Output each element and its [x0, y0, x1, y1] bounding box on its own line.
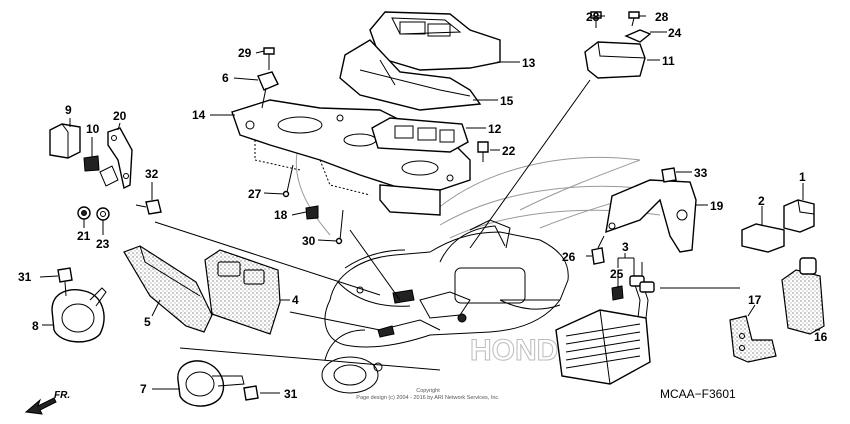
- part-28-bolt-right: [628, 11, 640, 19]
- part-7-horn: [177, 360, 225, 407]
- part-11-group: [584, 11, 652, 79]
- callout-5: 5: [144, 315, 151, 329]
- part-31-bolt-upper: [57, 267, 73, 283]
- callout-2: 2: [758, 194, 765, 208]
- callout-14: 14: [192, 108, 206, 122]
- callout-13: 13: [522, 56, 536, 70]
- callout-31-upper: 31: [18, 270, 32, 284]
- part-4-ecu: [204, 249, 281, 335]
- callout-30: 30: [302, 234, 316, 248]
- cover-parts: [123, 245, 281, 335]
- callout-28-right: 28: [655, 10, 669, 24]
- footer: FR. Copyright Page design (c) 2004 - 201…: [24, 387, 736, 415]
- part-24-bracket: [624, 29, 652, 43]
- part-23-nut: [96, 207, 110, 221]
- part-19-bracket: [605, 179, 697, 253]
- front-label: FR.: [54, 390, 70, 401]
- part-25-clip: [611, 285, 624, 301]
- part-11-module: [584, 41, 646, 79]
- far-right-parts: [729, 199, 825, 363]
- callout-32: 32: [145, 167, 159, 181]
- callout-33: 33: [694, 166, 708, 180]
- part-33-bolt: [661, 167, 677, 183]
- frame-assembly: [231, 11, 501, 245]
- part-15-bracket: [339, 39, 482, 111]
- part-32-bolt: [145, 199, 162, 215]
- left-small-parts: [49, 123, 162, 221]
- callout-7: 7: [140, 382, 147, 396]
- callout-22: 22: [502, 144, 516, 158]
- callout-26: 26: [562, 250, 576, 264]
- part-10-relay: [83, 155, 100, 172]
- callout-8: 8: [32, 319, 39, 333]
- part-9-relay: [49, 123, 81, 159]
- callout-19: 19: [710, 199, 724, 213]
- part-26-nut: [591, 247, 605, 265]
- part-3-regulator: [555, 309, 651, 385]
- callout-9: 9: [65, 103, 72, 117]
- callout-31-lower: 31: [284, 387, 298, 401]
- callout-4: 4: [292, 293, 299, 307]
- callout-numbers: 13 15 12 14 6 29 22 18 27 30 28 28 24 11…: [18, 10, 828, 401]
- callout-20: 20: [113, 109, 127, 123]
- right-bracket-parts: [555, 167, 697, 385]
- callout-21: 21: [77, 229, 91, 243]
- part-17-bracket: [729, 315, 777, 363]
- callout-15: 15: [500, 94, 514, 108]
- diagram-code: MCAA−F3601: [660, 387, 736, 401]
- callout-24: 24: [668, 26, 682, 40]
- callout-18: 18: [274, 208, 288, 222]
- callout-16: 16: [814, 330, 828, 344]
- callout-6: 6: [222, 71, 229, 85]
- part-31-bolt-lower: [243, 385, 259, 401]
- part-18-clip: [305, 205, 319, 220]
- callout-25: 25: [610, 267, 624, 281]
- leader-lines: [39, 15, 820, 394]
- callout-23: 23: [96, 237, 110, 251]
- callout-28-left: 28: [586, 10, 600, 24]
- callout-11: 11: [662, 54, 675, 68]
- callout-10: 10: [86, 122, 100, 136]
- motorcycle-illustration: [321, 219, 569, 394]
- copyright-line-1: Copyright: [416, 388, 440, 394]
- callout-29: 29: [238, 46, 252, 60]
- horn-parts: [51, 267, 259, 407]
- part-13-cover: [369, 11, 501, 71]
- callout-1: 1: [799, 170, 806, 184]
- front-arrow-icon: [24, 397, 57, 415]
- part-16-housing: [781, 269, 825, 335]
- part-2-cover: [741, 223, 785, 253]
- part-6-clip: [257, 71, 279, 91]
- callout-17: 17: [748, 293, 762, 307]
- part-5-cover: [123, 245, 213, 333]
- callout-3: 3: [622, 240, 629, 254]
- copyright-line-2: Page design (c) 2004 - 2016 by ARI Netwo…: [356, 395, 500, 401]
- part-29-bolt: [263, 47, 275, 55]
- part-8-horn: [51, 289, 105, 343]
- callout-12: 12: [488, 122, 502, 136]
- part-22-bolt: [477, 141, 489, 153]
- callout-27: 27: [248, 187, 262, 201]
